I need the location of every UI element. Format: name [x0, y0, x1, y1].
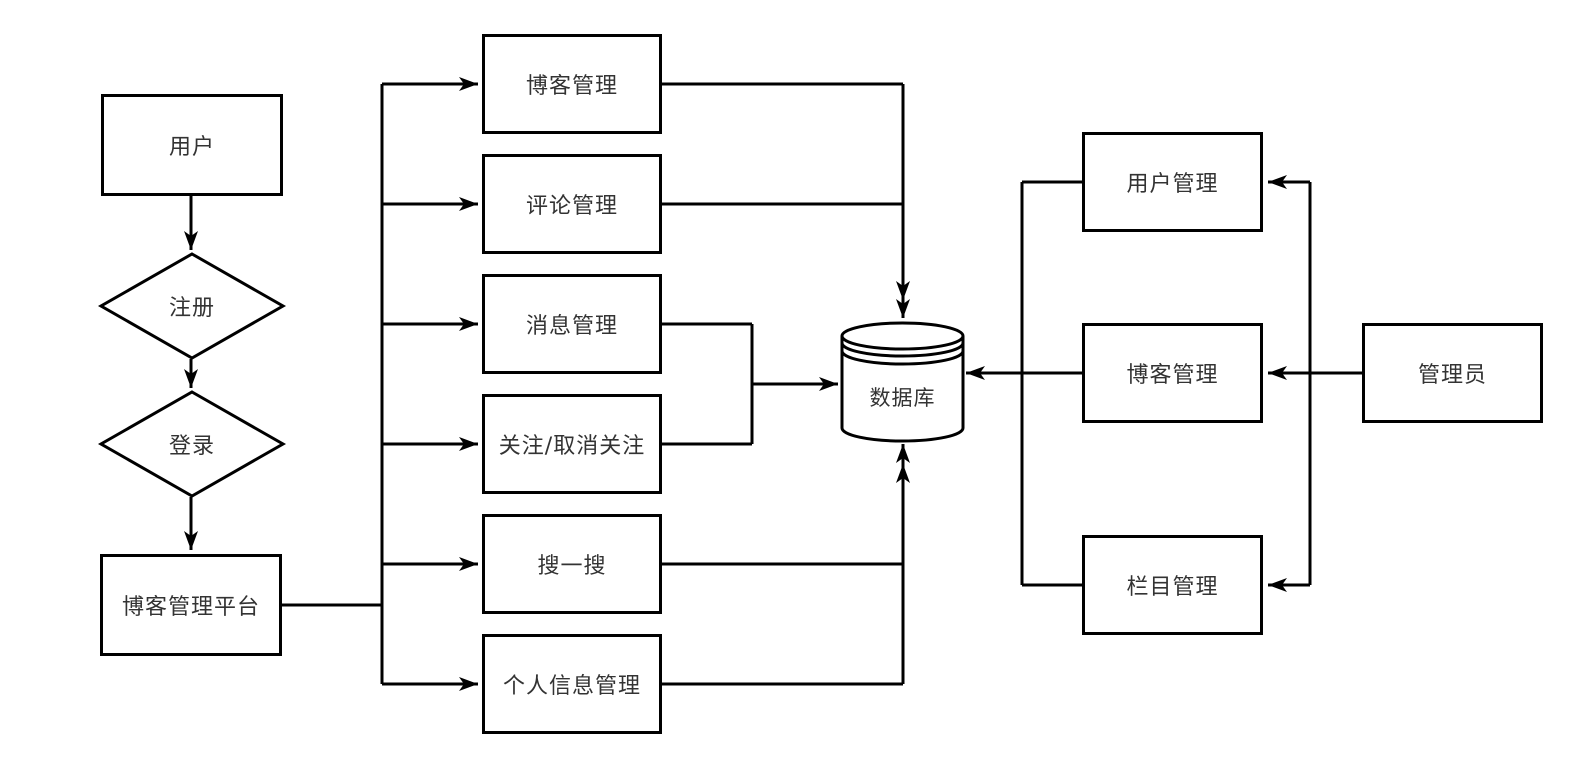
database-cylinder-top	[840, 321, 965, 351]
database-cylinder-ring-2	[840, 350, 965, 366]
node-message-mgmt-label: 消息管理	[525, 314, 618, 339]
node-search-label: 搜一搜	[537, 554, 607, 579]
node-blog-mgmt-label: 博客管理	[525, 74, 618, 99]
node-search: 搜一搜	[482, 514, 662, 614]
node-blog-admin: 博客管理	[1082, 323, 1263, 423]
node-admin: 管理员	[1362, 323, 1543, 423]
node-user-admin: 用户管理	[1082, 132, 1263, 232]
node-register: 注册	[101, 254, 283, 358]
login-diamond-shape	[97, 390, 287, 498]
node-follow: 关注/取消关注	[482, 394, 662, 494]
node-comment-mgmt-label: 评论管理	[525, 194, 618, 219]
node-profile-mgmt-label: 个人信息管理	[502, 674, 641, 699]
node-login-label: 登录	[168, 434, 215, 459]
node-platform: 博客管理平台	[100, 554, 282, 656]
node-platform-label: 博客管理平台	[121, 595, 260, 620]
node-follow-label: 关注/取消关注	[498, 434, 646, 459]
node-admin-label: 管理员	[1417, 363, 1487, 388]
node-comment-mgmt: 评论管理	[482, 154, 662, 254]
node-user: 用户	[101, 94, 283, 196]
database-cylinder-ring-1	[840, 342, 965, 358]
node-column-admin-label: 栏目管理	[1126, 575, 1219, 600]
node-blog-mgmt: 博客管理	[482, 34, 662, 134]
node-login: 登录	[101, 392, 283, 496]
register-diamond-shape	[97, 252, 287, 360]
node-database: 数据库	[842, 362, 963, 432]
node-user-label: 用户	[168, 135, 215, 160]
node-message-mgmt: 消息管理	[482, 274, 662, 374]
node-profile-mgmt: 个人信息管理	[482, 634, 662, 734]
node-user-admin-label: 用户管理	[1126, 172, 1219, 197]
node-column-admin: 栏目管理	[1082, 535, 1263, 635]
node-register-label: 注册	[168, 296, 215, 321]
node-blog-admin-label: 博客管理	[1126, 363, 1219, 388]
node-database-label: 数据库	[869, 386, 936, 410]
